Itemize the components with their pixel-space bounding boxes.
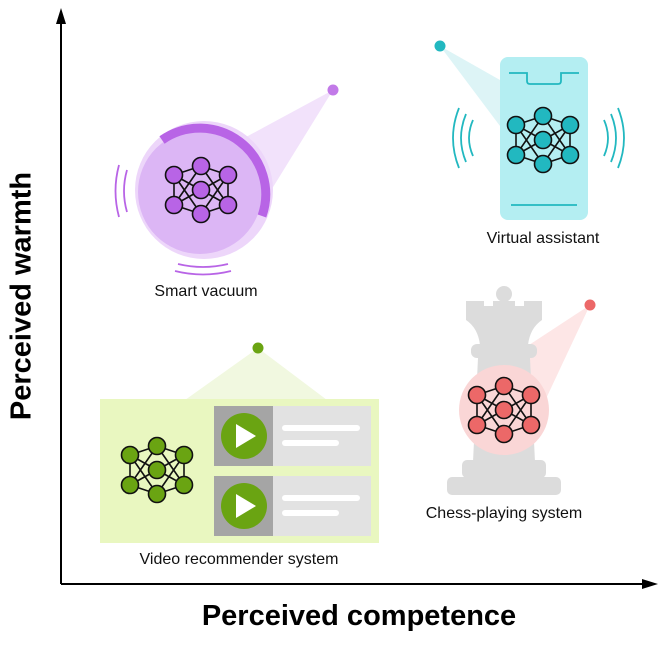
- chess-system-illustration: [447, 286, 596, 495]
- virtual-assistant-label: Virtual assistant: [486, 230, 600, 247]
- chess-system-sensor-dot: [584, 299, 596, 311]
- video-recommender-label: Video recommender system: [139, 551, 339, 568]
- virtual-assistant-beam: [440, 46, 500, 126]
- y-axis-arrow-icon: [56, 8, 66, 24]
- x-axis-label: Perceived competence: [201, 600, 517, 632]
- smart-vacuum-label: Smart vacuum: [154, 283, 258, 300]
- smart-vacuum-bumper: [159, 123, 271, 218]
- y-axis-label: Perceived warmth: [5, 171, 38, 421]
- smart-vacuum-sound-icon: [123, 169, 128, 213]
- virtual-assistant-illustration: [434, 40, 625, 220]
- chess-system-label: Chess-playing system: [425, 505, 583, 522]
- virtual-assistant-sound-icon: [468, 119, 474, 157]
- smart-vacuum-sensor-dot: [327, 84, 339, 96]
- virtual-assistant-notch: [509, 72, 579, 85]
- video-recommender-beam: [185, 348, 327, 400]
- axes: [56, 8, 658, 589]
- video-recommender-sensor-dot: [252, 342, 264, 354]
- video-recommender-illustration: [100, 342, 379, 543]
- video-item-1: [214, 406, 371, 466]
- smart-vacuum-illustration: [114, 84, 339, 276]
- virtual-assistant-sensor-dot: [434, 40, 446, 52]
- video-item-2: [214, 476, 371, 536]
- x-axis-arrow-icon: [642, 579, 658, 589]
